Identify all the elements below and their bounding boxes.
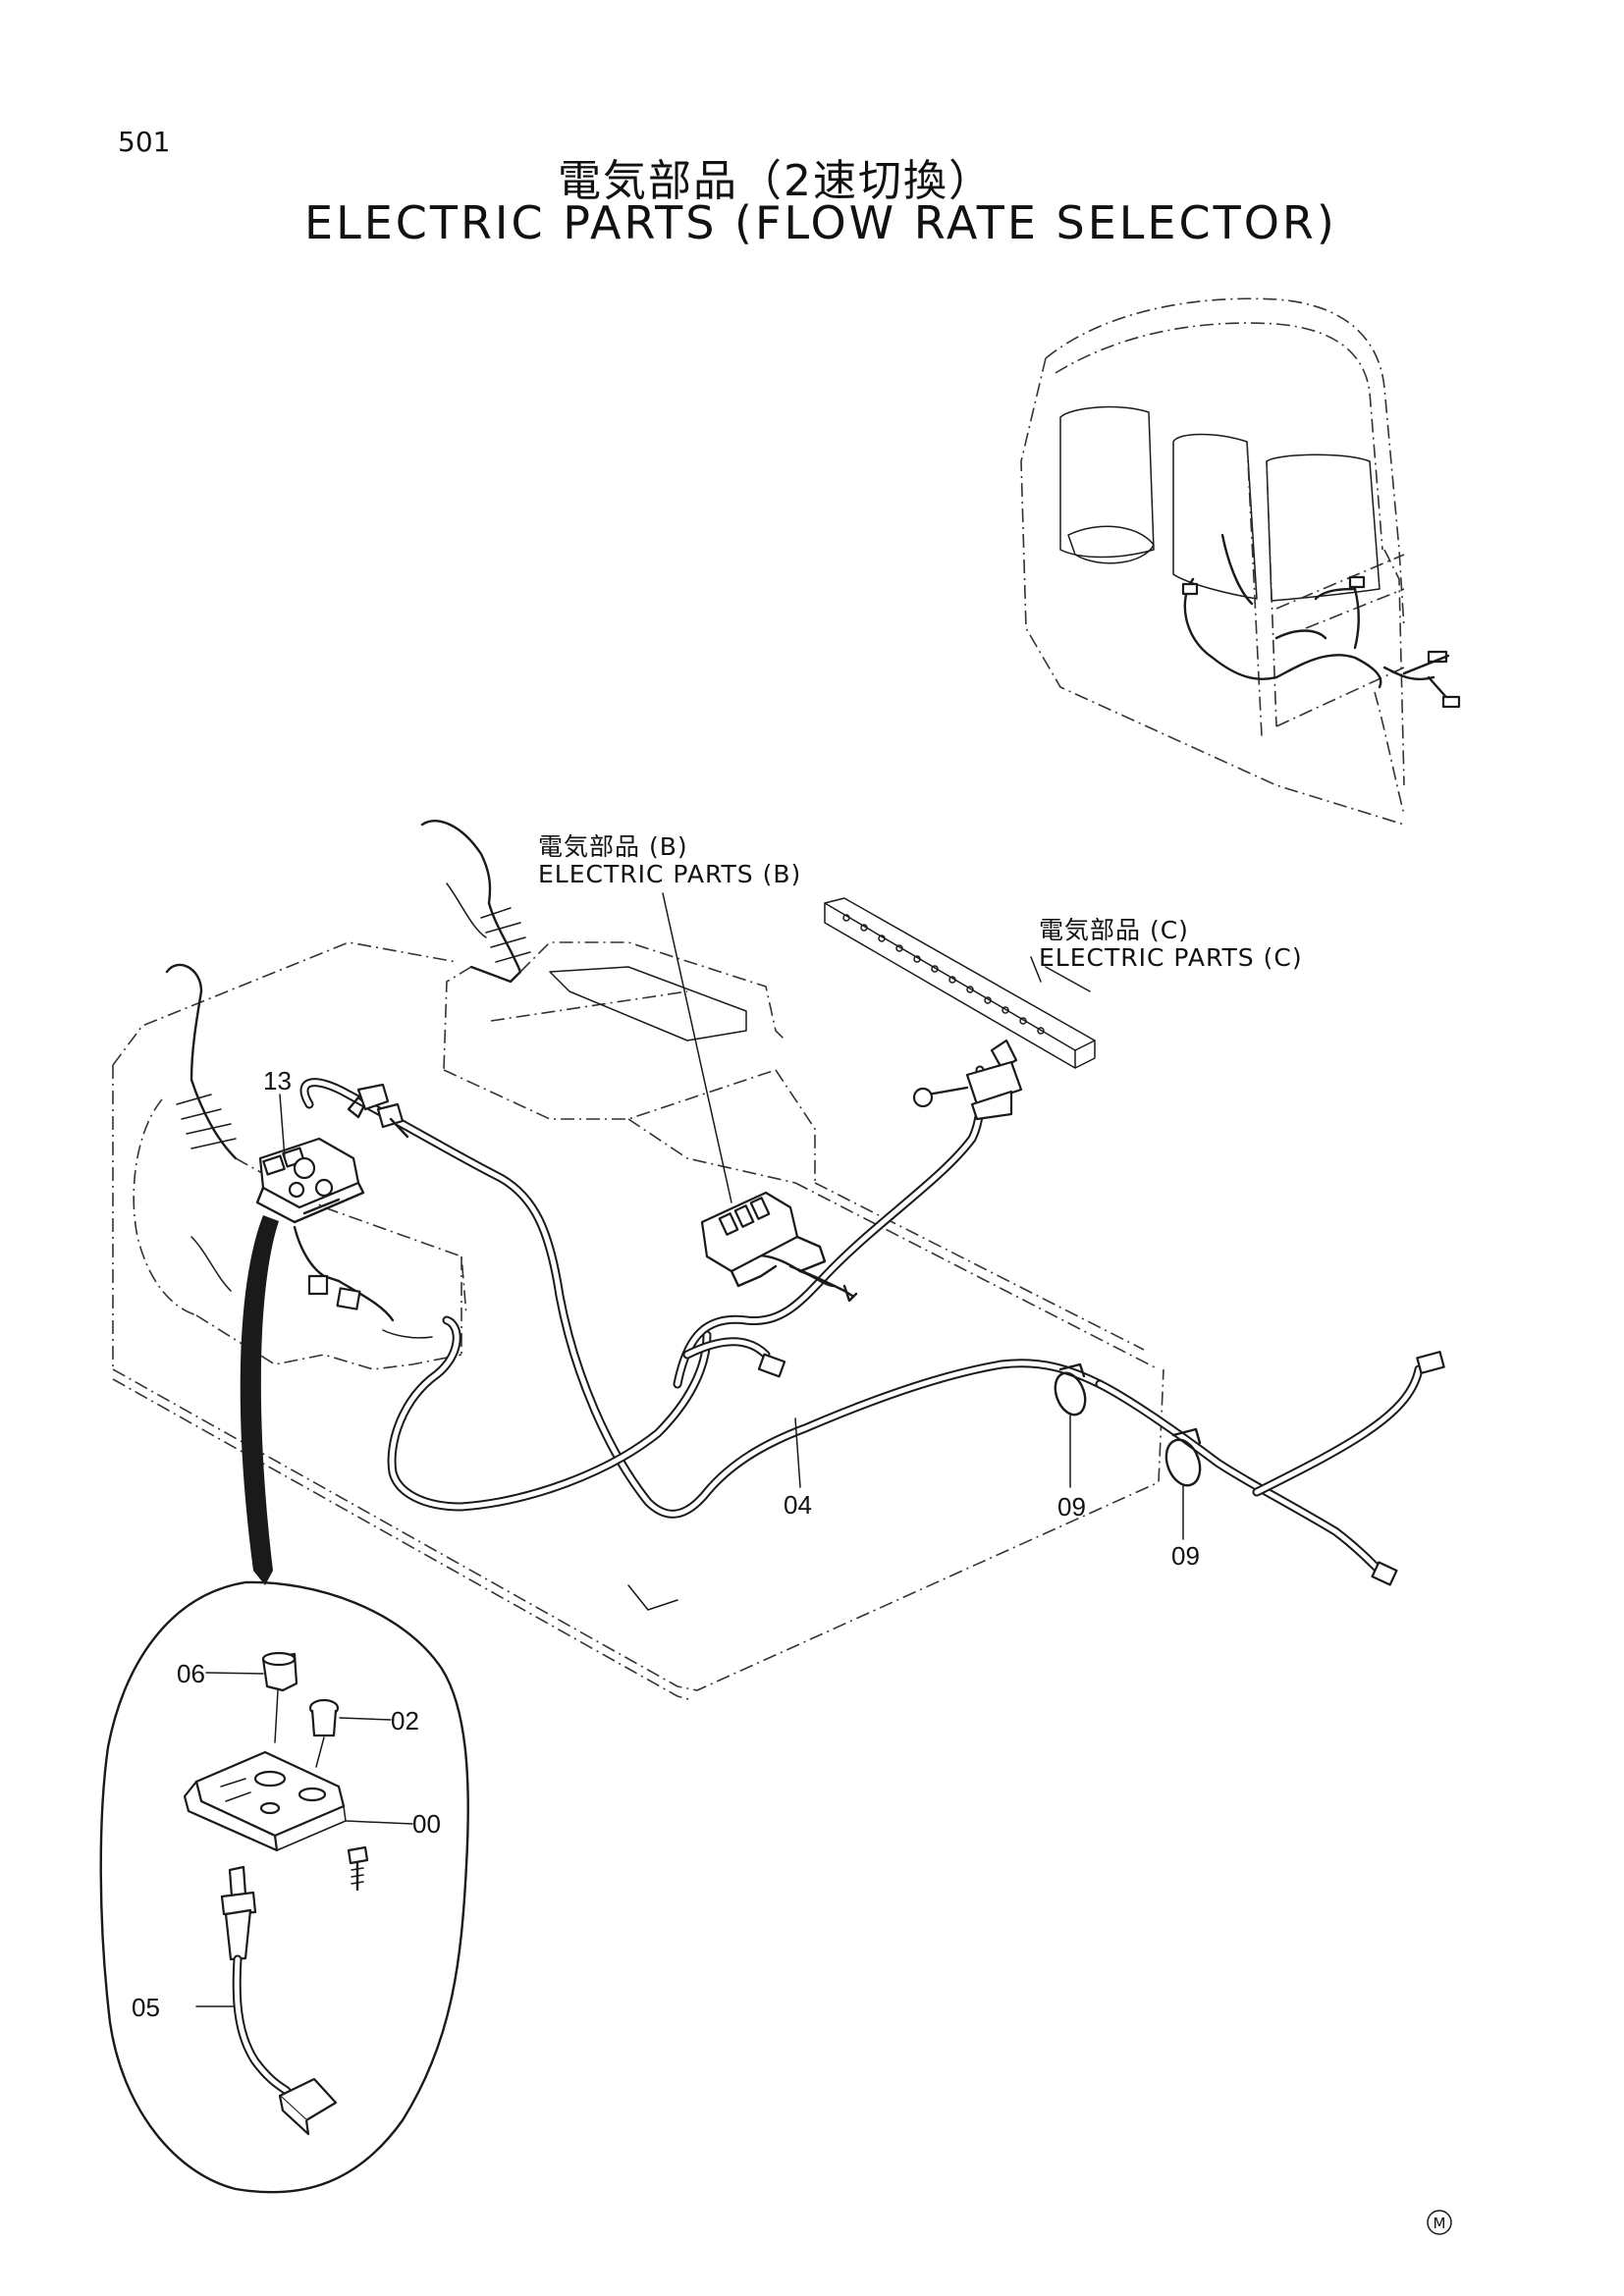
callout-part-05: 05 — [132, 1993, 160, 2022]
cable-clamps-09 — [1054, 1362, 1202, 1540]
wire-harness-04 — [293, 1065, 1424, 1577]
callout-part-04: 04 — [784, 1490, 812, 1520]
cab-illustration — [1020, 297, 1461, 826]
detail-link-arrow — [240, 1215, 279, 1585]
harness-connectors — [307, 1083, 1445, 1611]
callout-part-00: 00 — [412, 1809, 441, 1839]
callout-part-13: 13 — [263, 1066, 292, 1095]
ref-electric-parts-b-jp: 電気部品 (B) — [538, 832, 688, 861]
electric-parts-c-bracket — [824, 897, 1096, 1121]
electric-parts-b-module — [662, 892, 858, 1303]
callout-leaders — [279, 1094, 801, 1488]
page-number: 501 — [118, 126, 171, 158]
callout-part-06: 06 — [177, 1659, 205, 1688]
ref-electric-parts-c-jp: 電気部品 (C) — [1039, 916, 1189, 944]
selector-switch-assembly — [255, 1137, 365, 1224]
title-english: ELECTRIC PARTS (FLOW RATE SELECTOR) — [304, 196, 1337, 249]
detail-inset — [99, 1580, 469, 2194]
callout-part-09-b: 09 — [1171, 1541, 1200, 1571]
ref-electric-parts-b-en: ELECTRIC PARTS (B) — [538, 860, 802, 888]
left-control-console — [112, 963, 467, 1370]
manufacturer-mark: M — [1427, 2210, 1452, 2235]
callout-part-02: 02 — [391, 1706, 419, 1735]
mark-text: M — [1434, 2215, 1446, 2232]
callout-part-09-a: 09 — [1057, 1492, 1086, 1522]
title-japanese: 電気部品（2速切換） — [558, 156, 994, 206]
ref-electric-parts-c-en: ELECTRIC PARTS (C) — [1039, 943, 1303, 972]
base-plate — [112, 941, 1164, 1701]
right-control-console — [420, 820, 816, 1184]
